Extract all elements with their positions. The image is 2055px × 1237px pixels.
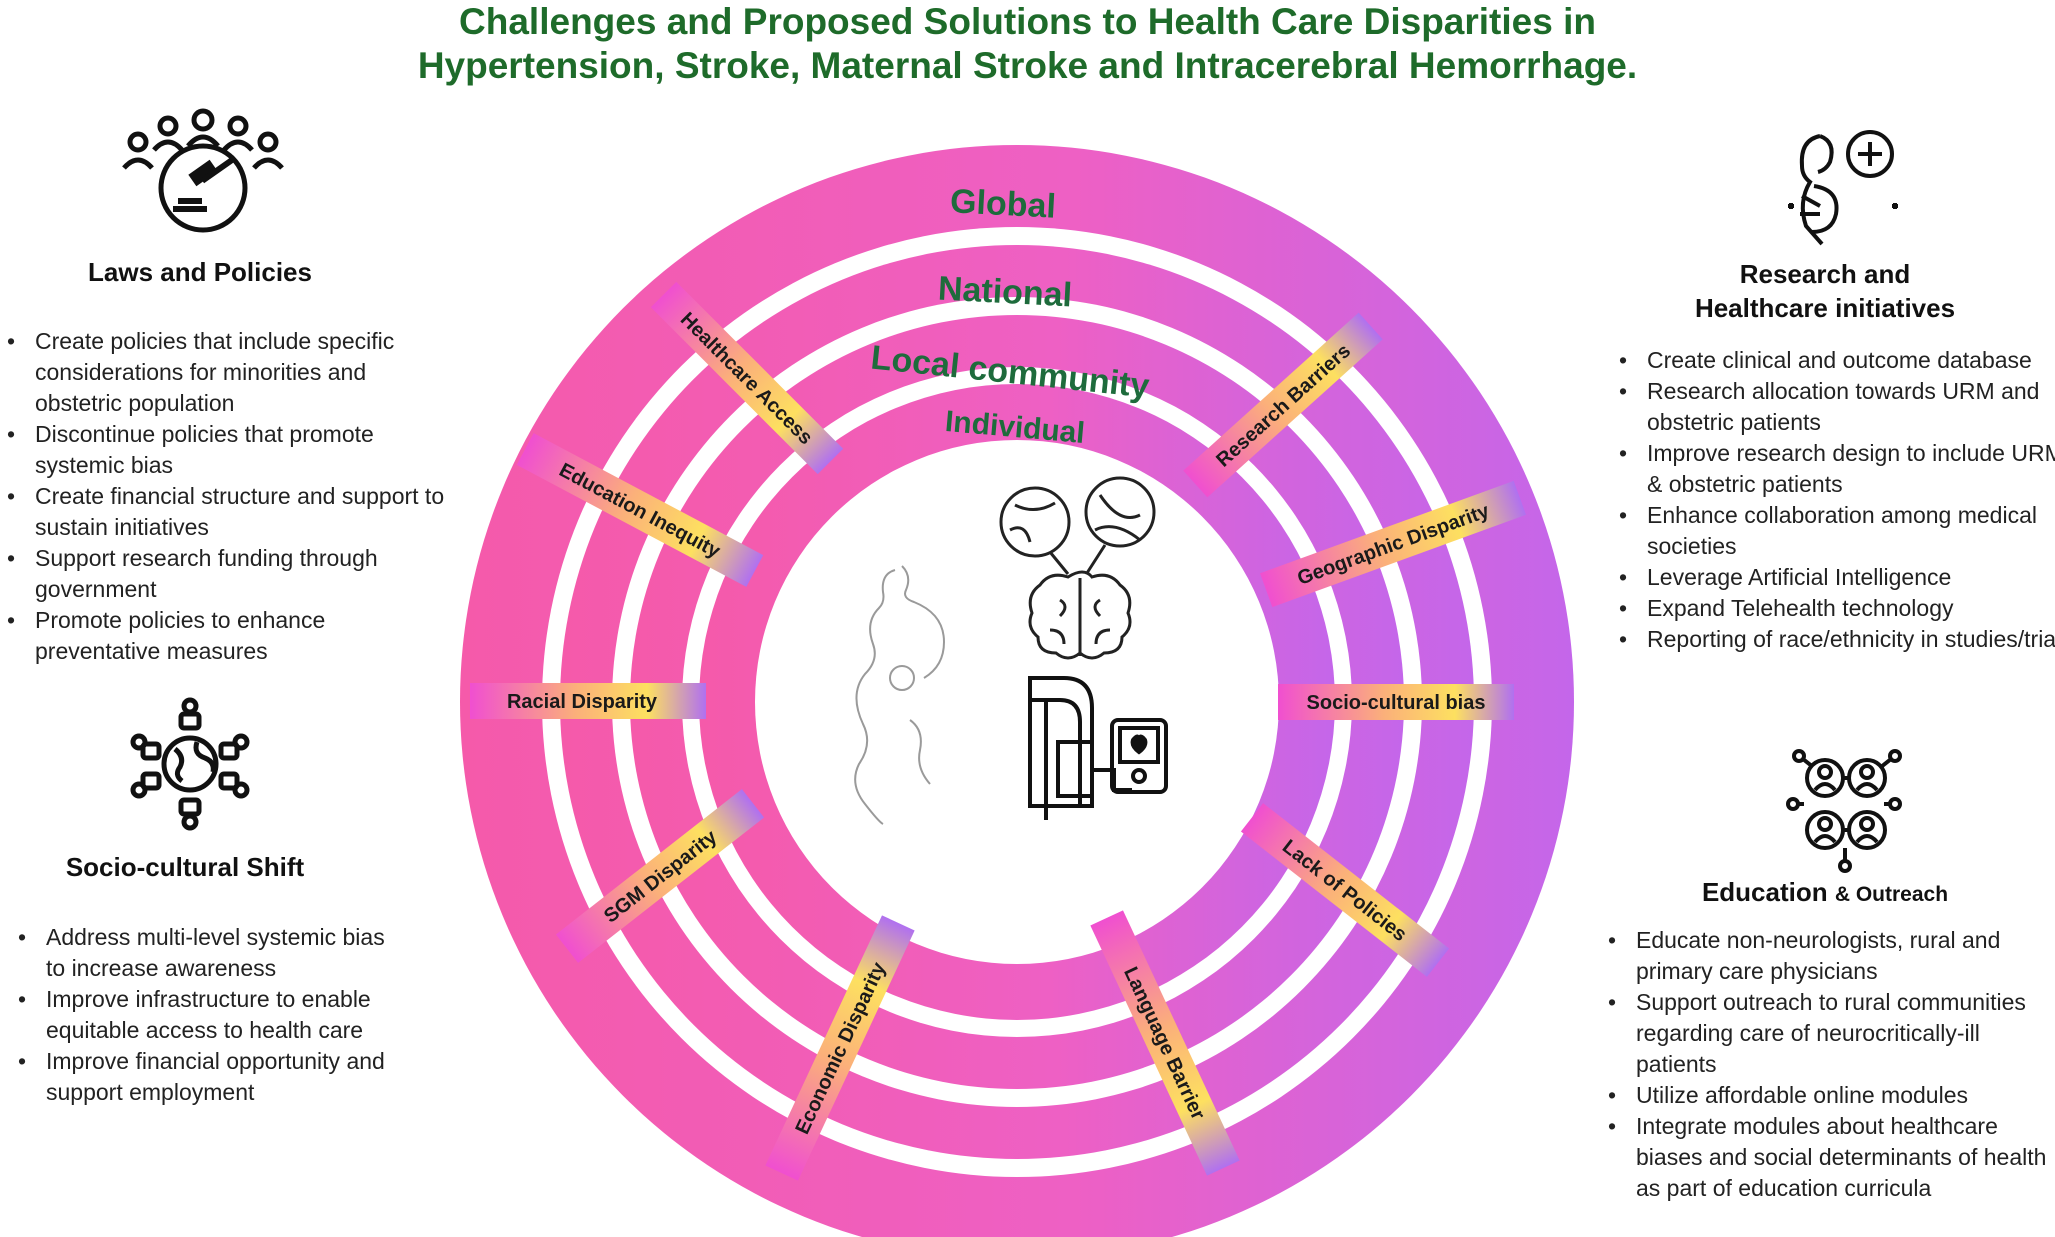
education-item: Utilize affordable online modules bbox=[1608, 1080, 2055, 1111]
research-title: Research and Healthcare initiatives bbox=[1655, 257, 1995, 325]
page-title: Challenges and Proposed Solutions to Hea… bbox=[0, 0, 2055, 88]
research-item: Research allocation towards URM and obst… bbox=[1619, 376, 2055, 438]
courtroom-gavel-icon bbox=[122, 108, 284, 233]
pregnant-woman-icon bbox=[854, 565, 946, 825]
research-item: Improve research design to include URM &… bbox=[1619, 438, 2055, 500]
laws-item: Discontinue policies that promote system… bbox=[7, 419, 455, 481]
title-line-1: Challenges and Proposed Solutions to Hea… bbox=[459, 1, 1596, 42]
barrier-sociocultural-bias: Socio-cultural bias bbox=[1278, 684, 1514, 720]
research-title-line-1: Research and bbox=[1739, 259, 1911, 289]
research-list: Create clinical and outcome database Res… bbox=[1617, 345, 2055, 655]
socio-item: Improve infrastructure to enable equitab… bbox=[18, 984, 396, 1046]
barrier-racial-disparity: Racial Disparity bbox=[470, 683, 706, 719]
inner-circle bbox=[755, 440, 1279, 964]
ring-label-global: Global bbox=[949, 182, 1057, 225]
socio-item: Address multi-level systemic bias to inc… bbox=[18, 922, 396, 984]
ring-label-national: National bbox=[937, 270, 1073, 315]
education-title-small: & Outreach bbox=[1834, 883, 1949, 906]
laws-item: Promote policies to enhance preventative… bbox=[7, 605, 455, 667]
blood-pressure-monitor-icon bbox=[1028, 676, 1168, 820]
brain-vessels-icon bbox=[999, 476, 1156, 660]
pregnant-medical-icon bbox=[1788, 130, 1898, 246]
socio-item: Improve financial opportunity and suppor… bbox=[18, 1046, 396, 1108]
laws-item: Support research funding through governm… bbox=[7, 543, 455, 605]
laws-item: Create policies that include specific co… bbox=[7, 326, 455, 419]
education-list: Educate non-neurologists, rural and prim… bbox=[1606, 925, 2055, 1204]
research-item: Expand Telehealth technology bbox=[1619, 593, 2055, 624]
network-people-icon bbox=[1786, 749, 1902, 873]
globe-people-icon bbox=[130, 697, 250, 831]
laws-item: Create financial structure and support t… bbox=[7, 481, 455, 543]
title-line-2: Hypertension, Stroke, Maternal Stroke an… bbox=[417, 45, 1638, 86]
research-item: Reporting of race/ethnicity in studies/t… bbox=[1619, 624, 2055, 655]
education-title-main: Education bbox=[1701, 877, 1828, 907]
socio-title: Socio-cultural Shift bbox=[65, 852, 305, 882]
socio-list: Address multi-level systemic bias to inc… bbox=[16, 922, 396, 1108]
education-item: Integrate modules about healthcare biase… bbox=[1608, 1111, 2055, 1204]
education-title: Education & Outreach bbox=[1655, 877, 1995, 908]
education-item: Educate non-neurologists, rural and prim… bbox=[1608, 925, 2055, 987]
education-item: Support outreach to rural communities re… bbox=[1608, 987, 2055, 1080]
barrier-label: Socio-cultural bias bbox=[1307, 692, 1486, 714]
barrier-label: Racial Disparity bbox=[507, 691, 658, 713]
laws-title: Laws and Policies bbox=[88, 257, 312, 287]
laws-list: Create policies that include specific co… bbox=[5, 326, 455, 667]
research-title-line-2: Healthcare initiatives bbox=[1694, 293, 1956, 323]
research-item: Create clinical and outcome database bbox=[1619, 345, 2055, 376]
research-item: Enhance collaboration among medical soci… bbox=[1619, 500, 2055, 562]
research-item: Leverage Artificial Intelligence bbox=[1619, 562, 2055, 593]
